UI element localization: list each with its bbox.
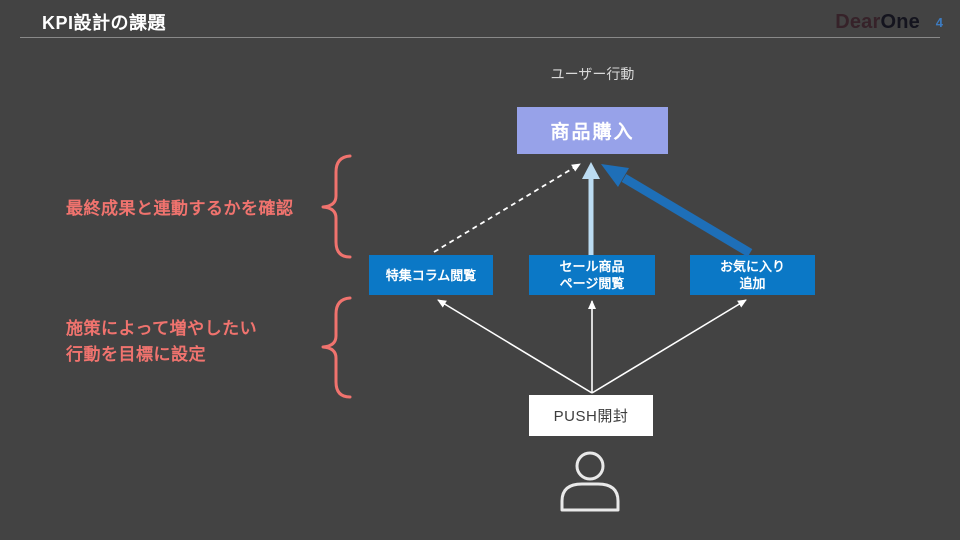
arrow-favorite-to-purchase	[601, 164, 753, 257]
annotation-confirm-link: 最終成果と連動するかを確認	[66, 199, 294, 218]
goal-box-purchase: 商品購入	[517, 107, 668, 154]
header-divider	[20, 37, 940, 38]
arrow-push-to-favorite	[591, 299, 747, 394]
brace-top	[321, 154, 352, 259]
action-box-sale-page: セール商品 ページ閲覧	[529, 255, 655, 295]
trigger-box-push-open: PUSH開封	[529, 395, 653, 436]
arrow-push-to-column	[437, 299, 593, 394]
dearone-logo: DearOne	[835, 11, 920, 34]
arrow-sale-to-purchase	[582, 162, 600, 255]
page-number: 4	[935, 15, 943, 30]
arrow-dashed-column-to-purchase	[433, 163, 581, 253]
action-box-feature-column: 特集コラム閲覧	[369, 255, 493, 295]
brace-bottom	[321, 296, 352, 399]
page-title: KPI設計の課題	[42, 13, 167, 33]
annotation-target-actions: 施策によって増やしたい 行動を目標に設定	[66, 319, 258, 364]
action-box-favorite: お気に入り 追加	[690, 255, 815, 295]
logo-text-one: One	[880, 11, 920, 33]
logo-text-dear: Dear	[835, 11, 881, 33]
person-icon	[560, 451, 620, 512]
user-action-label: ユーザー行動	[550, 66, 635, 82]
